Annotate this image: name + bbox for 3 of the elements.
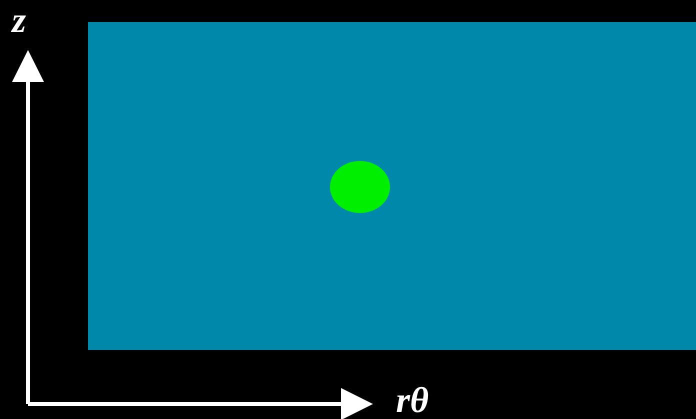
panel [88,22,696,350]
axis-label: rθ [396,382,429,418]
axis-label: z [12,2,26,38]
